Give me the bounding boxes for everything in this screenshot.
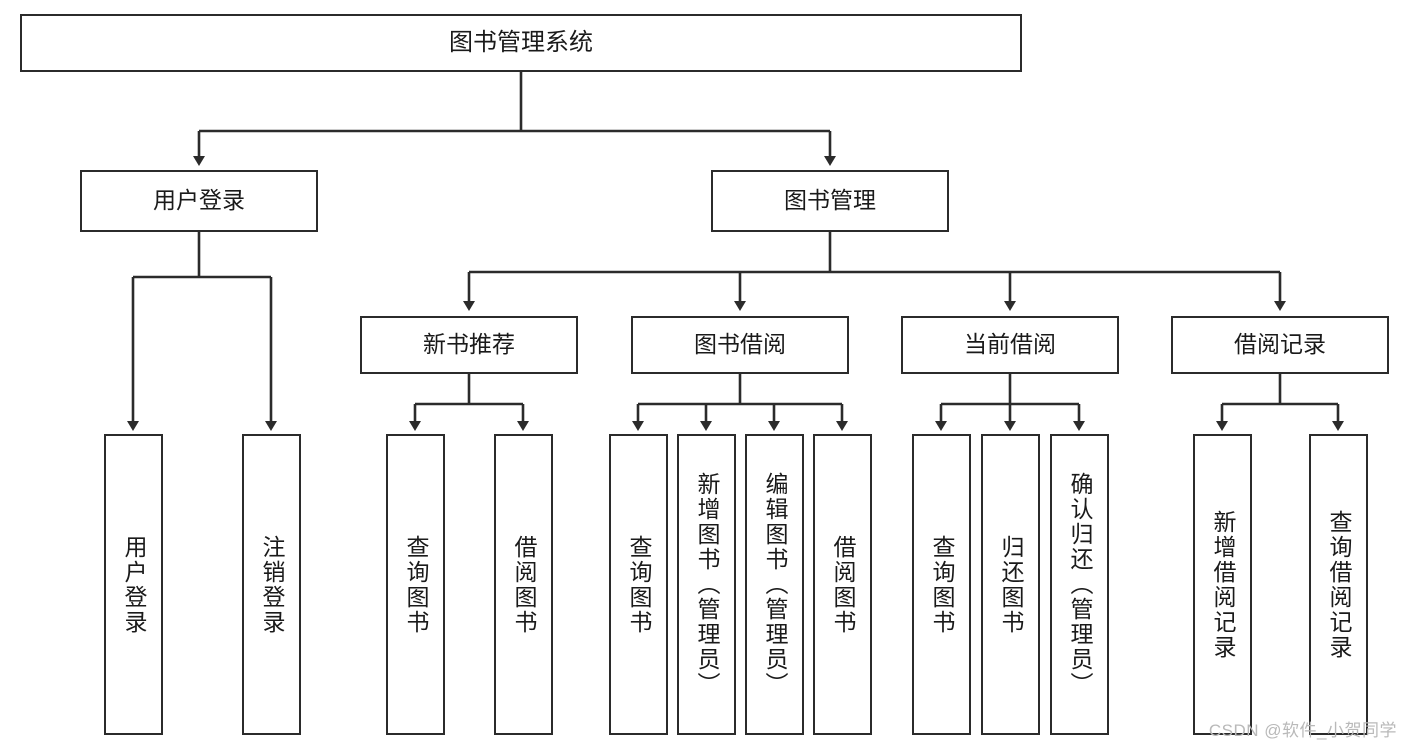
node-label: 图书借阅 <box>694 331 786 358</box>
node-current-borrow[interactable]: 当前借阅 <box>901 316 1119 374</box>
node-label: 图书管理系统 <box>449 28 593 56</box>
leaf-query-book-borrow[interactable]: 查询图书 <box>609 434 668 735</box>
node-user-login[interactable]: 用户登录 <box>80 170 318 232</box>
leaf-logout-login[interactable]: 注销登录 <box>242 434 301 735</box>
node-label: 当前借阅 <box>964 331 1056 358</box>
node-borrow-record[interactable]: 借阅记录 <box>1171 316 1389 374</box>
node-label: 用户登录 <box>121 534 147 635</box>
node-book-management-system[interactable]: 图书管理系统 <box>20 14 1022 72</box>
leaf-return-book[interactable]: 归还图书 <box>981 434 1040 735</box>
node-label: 确认归还（管理员） <box>1067 472 1093 697</box>
watermark-text: CSDN @软件_小贺同学 <box>1208 721 1397 740</box>
node-label: 新增图书（管理员） <box>694 472 720 697</box>
leaf-add-borrow-record[interactable]: 新增借阅记录 <box>1193 434 1252 735</box>
leaf-add-book-admin[interactable]: 新增图书（管理员） <box>677 434 736 735</box>
leaf-edit-book-admin[interactable]: 编辑图书（管理员） <box>745 434 804 735</box>
node-label: 查询图书 <box>403 534 429 635</box>
node-label: 注销登录 <box>259 534 285 635</box>
node-label: 借阅记录 <box>1234 331 1326 358</box>
node-label: 查询图书 <box>626 534 652 635</box>
node-book-borrow[interactable]: 图书借阅 <box>631 316 849 374</box>
leaf-borrow-book-recommend[interactable]: 借阅图书 <box>494 434 553 735</box>
leaf-user-login[interactable]: 用户登录 <box>104 434 163 735</box>
node-label: 用户登录 <box>153 187 245 214</box>
leaf-query-borrow-record[interactable]: 查询借阅记录 <box>1309 434 1368 735</box>
node-label: 编辑图书（管理员） <box>762 472 788 697</box>
node-book-management[interactable]: 图书管理 <box>711 170 949 232</box>
leaf-borrow-book-borrow[interactable]: 借阅图书 <box>813 434 872 735</box>
node-label: 查询借阅记录 <box>1326 509 1352 660</box>
node-label: 查询图书 <box>929 534 955 635</box>
leaf-query-book-current[interactable]: 查询图书 <box>912 434 971 735</box>
node-label: 借阅图书 <box>830 534 856 635</box>
node-label: 归还图书 <box>998 534 1024 635</box>
leaf-confirm-return-admin[interactable]: 确认归还（管理员） <box>1050 434 1109 735</box>
node-new-book-recommend[interactable]: 新书推荐 <box>360 316 578 374</box>
node-label: 新增借阅记录 <box>1210 509 1236 660</box>
node-label: 新书推荐 <box>423 331 515 358</box>
leaf-query-book-recommend[interactable]: 查询图书 <box>386 434 445 735</box>
node-label: 借阅图书 <box>511 534 537 635</box>
node-label: 图书管理 <box>784 187 876 214</box>
